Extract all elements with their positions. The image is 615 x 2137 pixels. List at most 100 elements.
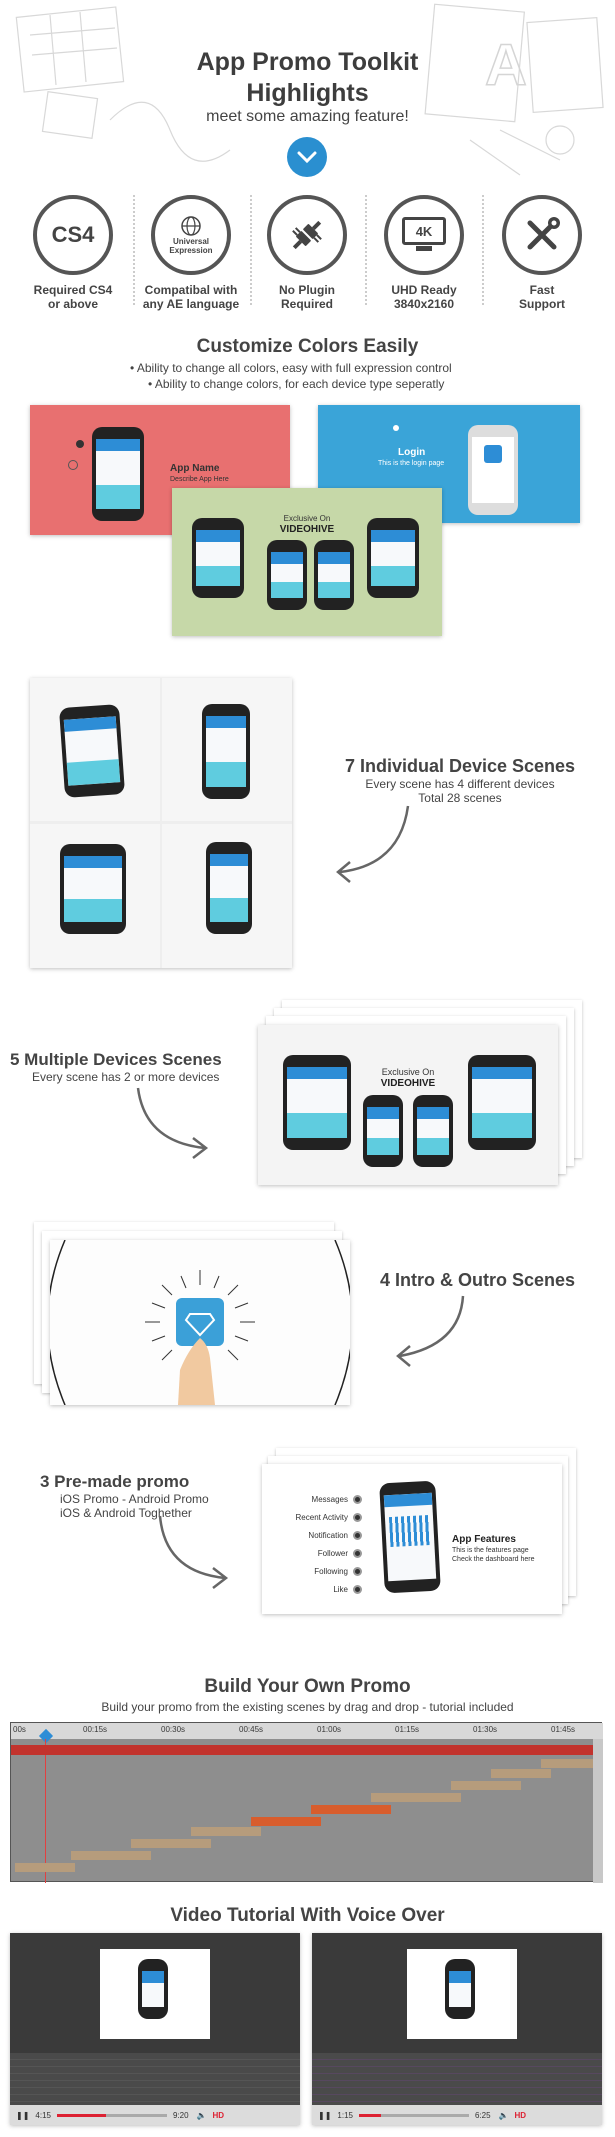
device-scenes-title: 7 Individual Device Scenes (344, 756, 576, 776)
tutorial-video-right[interactable]: ❚❚ 1:15 6:25 🔈 HD (312, 1933, 602, 2125)
plug-icon (267, 195, 347, 275)
curved-arrow-icon (336, 805, 410, 883)
tick-label: 00:30s (161, 1725, 186, 1734)
title-line1: App Promo Toolkit (196, 48, 419, 76)
pause-icon[interactable]: ❚❚ (16, 2110, 30, 2120)
feature-no-plugin: No Plugin Required (252, 195, 362, 311)
phone-mockup (314, 540, 354, 610)
timeline-panel[interactable]: 00s 00:15s 00:30s 00:45s 01:00s 01:15s 0… (10, 1722, 603, 1883)
curved-arrow-icon (158, 1515, 229, 1589)
video-preview (407, 1949, 517, 2039)
phone-mockup (468, 425, 518, 515)
cs4-icon: CS4 (33, 195, 113, 275)
device-scenes-grid (30, 678, 292, 968)
curved-arrow-icon (136, 1087, 209, 1159)
card-red-title: App Name (170, 463, 220, 474)
menu-item-recent-activity: Recent Activity (282, 1508, 362, 1526)
bullet-text: Ability to change colors, for each devic… (154, 377, 445, 391)
hd-badge[interactable]: HD (514, 2110, 527, 2120)
monitor-4k-icon: 4K (384, 195, 464, 275)
total-time: 6:25 (474, 2110, 491, 2120)
feature-universal: Universal Expression Compatibal with any… (136, 195, 246, 311)
bullet-text: Ability to change all colors, easy with … (136, 361, 452, 375)
multi-scenes-line1: Every scene has 2 or more devices (32, 1070, 220, 1084)
menu-label: Follower (317, 1548, 348, 1558)
colors-bullet-2: • Ability to change colors, for each dev… (148, 377, 445, 391)
phone-mockup (92, 427, 144, 521)
scene-thumb (162, 824, 292, 968)
multi-devices-card: Exclusive On VIDEOHIVE (258, 1025, 558, 1185)
device-scenes-line1: Every scene has 4 different devices (365, 777, 555, 791)
intro-scene-art (50, 1240, 350, 1405)
page-subtitle: meet some amazing feature! (206, 108, 409, 125)
page-title: App Promo Toolkit Highlights (0, 48, 615, 108)
volume-icon[interactable]: 🔈 (196, 2110, 207, 2120)
menu-label: Notification (308, 1530, 348, 1540)
premade-feature-text1: This is the features page (452, 1547, 529, 1554)
tools-icon (502, 195, 582, 275)
build-title: Build Your Own Promo (204, 1676, 411, 1697)
tick-label: 01:30s (473, 1725, 498, 1734)
sketch-doodles: A (15, 3, 604, 176)
tablet-mockup (367, 518, 419, 598)
card-red-text: Describe App Here (170, 476, 229, 483)
menu-item-following: Following (282, 1562, 362, 1580)
card-blue-text: This is the login page (378, 460, 445, 467)
feature-label: Required CS4 or above (33, 283, 113, 311)
device-scenes-line2: Total 28 scenes (418, 791, 502, 805)
card-green-text1: Exclusive On (283, 514, 331, 523)
globe-icon: Universal Expression (151, 195, 231, 275)
progress-bar[interactable] (358, 2113, 469, 2117)
volume-icon[interactable]: 🔈 (498, 2110, 509, 2120)
timeline-track-master (11, 1745, 593, 1755)
premade-title: 3 Pre-made promo (40, 1472, 190, 1491)
video-preview (100, 1949, 210, 2039)
menu-item-messages: Messages (282, 1490, 362, 1508)
multi-card-text1: Exclusive On (381, 1067, 435, 1077)
feature-label: No Plugin Required (279, 283, 335, 311)
hd-badge[interactable]: HD (212, 2110, 225, 2120)
premade-feature-title: App Features (452, 1534, 516, 1545)
feature-label: Compatibal with any AE language (142, 283, 240, 311)
plug-shape (292, 220, 322, 250)
progress-bar[interactable] (56, 2113, 167, 2117)
premade-menu: Messages Recent Activity Notification Fo… (282, 1490, 362, 1598)
video-controls[interactable]: ❚❚ 1:15 6:25 🔈 HD (312, 2105, 602, 2125)
svg-text:A: A (485, 33, 527, 98)
pause-icon[interactable]: ❚❚ (318, 2110, 332, 2120)
scroll-down-button[interactable] (287, 137, 327, 177)
menu-item-notification: Notification (282, 1526, 362, 1544)
scene-thumb (30, 678, 160, 821)
intro-scenes-title: 4 Intro & Outro Scenes (380, 1270, 576, 1290)
phone-mockup (379, 1480, 441, 1594)
phone-mockup (413, 1095, 453, 1167)
tutorial-video-left[interactable]: ❚❚ 4:15 9:20 🔈 HD (10, 1933, 300, 2125)
chevron-down-icon (297, 151, 317, 164)
phone-mockup (363, 1095, 403, 1167)
scene-thumb (30, 824, 160, 968)
video-timeline-panel (10, 2053, 300, 2105)
menu-label: Like (333, 1584, 348, 1594)
color-card-green: Exclusive On VIDEOHIVE (172, 488, 442, 636)
colors-title: Customize Colors Easily (196, 336, 419, 357)
tick-label: 00:15s (83, 1725, 108, 1734)
timeline-scrollbar[interactable] (593, 1739, 603, 1883)
tick-label: 00:45s (239, 1725, 264, 1734)
globe-shape (181, 216, 201, 236)
premade-feature-text2: Check the dashboard here (452, 1556, 535, 1563)
menu-label: Messages (311, 1494, 348, 1504)
tablet-mockup (283, 1055, 351, 1150)
video-controls[interactable]: ❚❚ 4:15 9:20 🔈 HD (10, 2105, 300, 2125)
universal-icon-text: Universal Expression (169, 237, 213, 255)
card-green-text2: VIDEOHIVE (279, 524, 335, 535)
total-time: 9:20 (172, 2110, 189, 2120)
scene-thumb (162, 678, 292, 821)
feature-label: UHD Ready 3840x2160 (391, 283, 457, 311)
timeline-ruler: 00s 00:15s 00:30s 00:45s 01:00s 01:15s 0… (11, 1723, 603, 1739)
tablet-mockup (192, 518, 244, 598)
tick-label: 00s (13, 1725, 26, 1734)
header-sketch-bg: A (0, 0, 615, 185)
menu-item-like: Like (282, 1580, 362, 1598)
cs4-icon-text: CS4 (51, 222, 95, 247)
feature-label: Fast Support (519, 283, 565, 311)
